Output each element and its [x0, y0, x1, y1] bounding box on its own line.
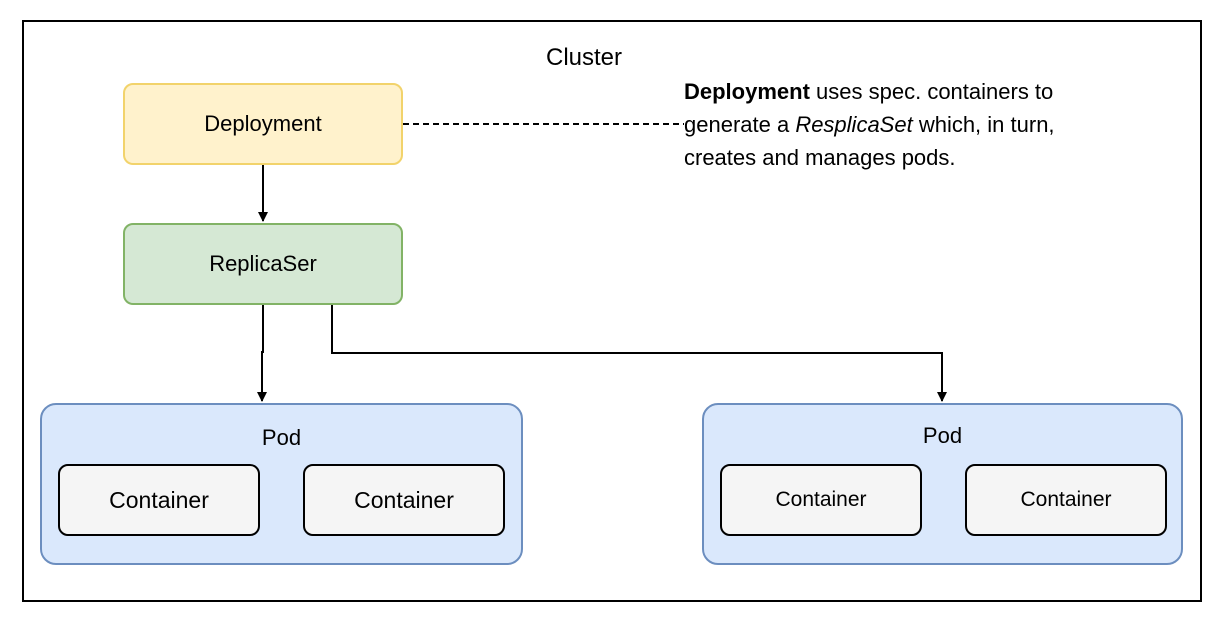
replicaset-node[interactable]: ReplicaSer	[123, 223, 403, 305]
replicaset-label: ReplicaSer	[209, 251, 317, 276]
deployment-node[interactable]: Deployment	[123, 83, 403, 165]
note-bold-term: Deployment	[684, 79, 810, 104]
pod-right[interactable]: Pod Container Container	[702, 403, 1183, 565]
cluster-frame	[22, 20, 1202, 602]
container-box[interactable]: Container	[58, 464, 260, 536]
container-label: Container	[109, 486, 209, 513]
container-box[interactable]: Container	[720, 464, 922, 536]
note-italic-term: ResplicaSet	[795, 112, 913, 137]
pod-label: Pod	[922, 423, 963, 448]
note-text-1: uses spec. containers to generate a	[684, 79, 1054, 137]
pod-left[interactable]: Pod Container Container	[40, 403, 523, 565]
deployment-label: Deployment	[204, 111, 322, 136]
pod-label: Pod	[261, 425, 302, 450]
container-label: Container	[1020, 488, 1112, 511]
container-box[interactable]: Container	[965, 464, 1167, 536]
container-label: Container	[775, 488, 867, 511]
deployment-note: Deployment uses spec. containers to gene…	[684, 75, 1104, 174]
note-text-2: which, in turn, creates and manages pods…	[684, 112, 1055, 170]
container-label: Container	[354, 486, 454, 513]
cluster-label: Cluster	[545, 44, 623, 71]
container-box[interactable]: Container	[303, 464, 505, 536]
